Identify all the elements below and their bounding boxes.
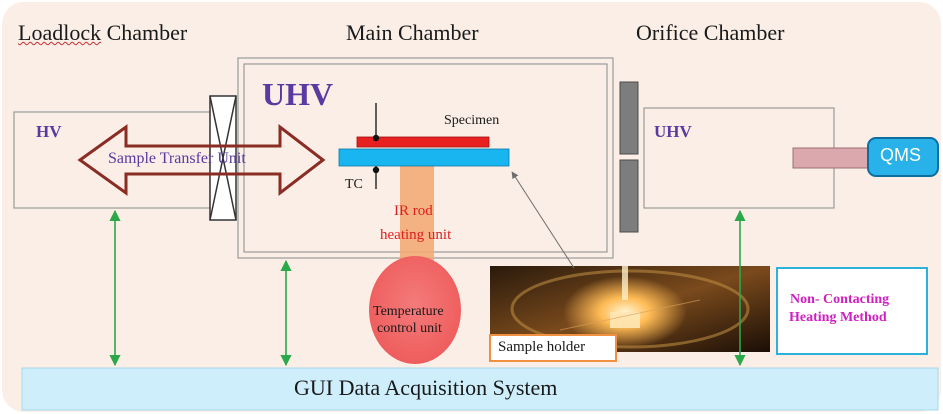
qms-label: QMS: [880, 145, 922, 165]
qms-probe: [792, 147, 874, 169]
gate-valve: [209, 95, 237, 221]
control-unit-label: control unit: [377, 321, 442, 336]
temperature-control-unit: [369, 256, 461, 364]
gui-bar: [21, 367, 939, 411]
noncontact-line2: Heating Method: [789, 310, 887, 325]
noncontact-method-box: [776, 267, 928, 355]
loadlock-chamber-word: Chamber: [106, 20, 188, 45]
uhv-main-label: UHV: [262, 76, 334, 112]
thermocouple-wires: [372, 103, 380, 189]
sample-holder-caption-box: [489, 334, 617, 362]
ir-heating-label: heating unit: [380, 227, 452, 243]
loadlock-chamber-title: Loadlock Chamber: [18, 20, 187, 46]
sample-holder-plate: [338, 148, 510, 167]
tc-label: TC: [345, 177, 363, 192]
pointer-line: [511, 171, 575, 269]
hv-label: HV: [36, 122, 62, 141]
main-chamber-title: Main Chamber: [346, 20, 479, 45]
sample-transfer-label: Sample Transfer Unit: [108, 150, 246, 167]
uhv-orifice-label: UHV: [654, 122, 692, 141]
loadlock-word: Loadlock: [18, 20, 102, 45]
sample-holder-caption: Sample holder: [498, 339, 586, 355]
orifice-plate-lower: [619, 159, 639, 233]
temperature-label: Temperature: [373, 304, 444, 319]
noncontact-line1: Non- Contacting: [790, 292, 890, 307]
orifice-plate-upper: [619, 81, 639, 155]
gui-label: GUI Data Acquisition System: [294, 375, 558, 400]
qms-box: [867, 137, 939, 177]
specimen-plate: [356, 136, 490, 148]
ir-rod-label: IR rod: [394, 203, 433, 219]
orifice-chamber-title: Orifice Chamber: [636, 20, 785, 45]
transfer-double-arrow: [77, 123, 326, 197]
specimen-label: Specimen: [444, 113, 500, 128]
